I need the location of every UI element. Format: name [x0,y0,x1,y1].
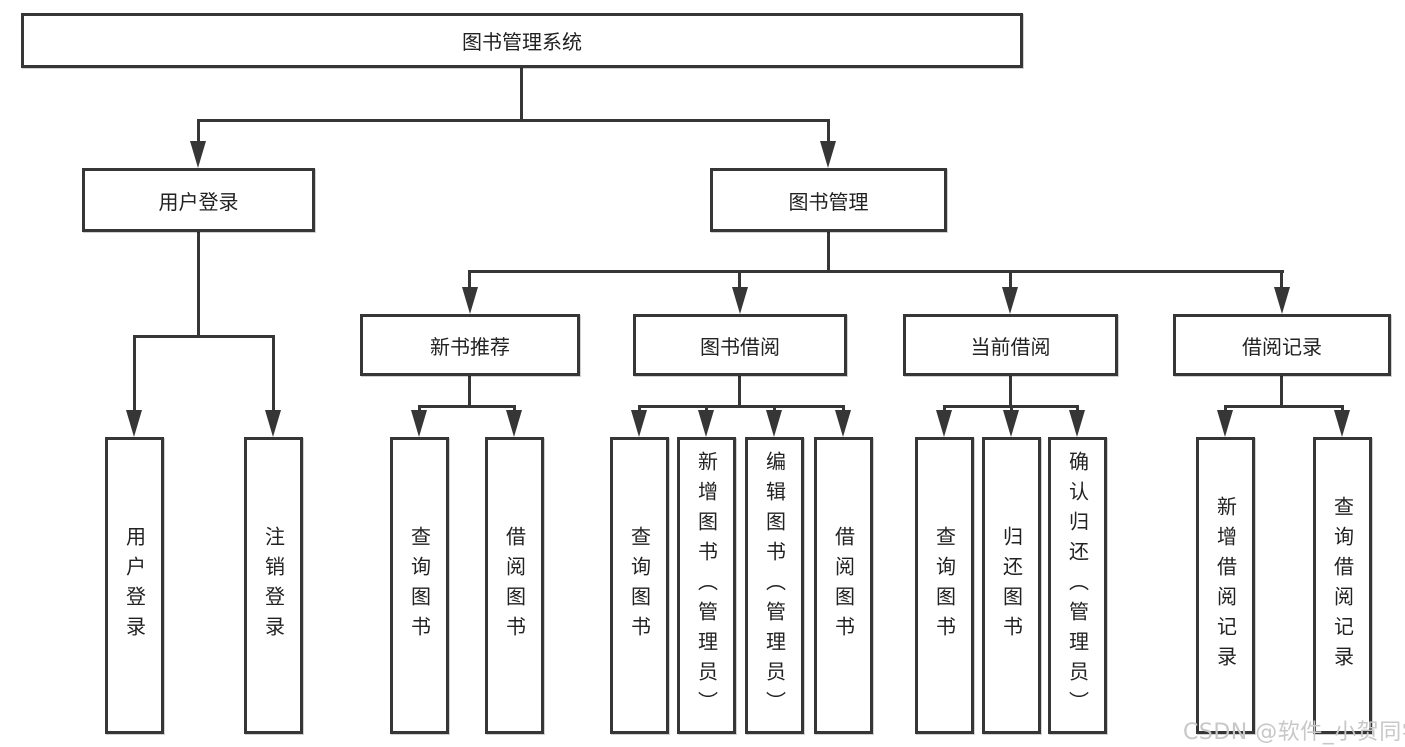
connector-line [638,405,845,408]
node-library-system-root: 图书管理系统 [21,13,1023,68]
arrow-down-icon [732,287,748,314]
leaf-borrow-books-recommend: 借阅图书 [485,437,544,734]
arrow-down-icon [506,410,522,437]
connector-line [197,232,200,338]
leaf-return-book: 归还图书 [982,437,1041,734]
leaf-query-books-current: 查询图书 [915,437,974,734]
leaf-add-borrow-record: 新增借阅记录 [1196,437,1255,734]
leaf-confirm-return-admin: 确认归还（管理员） [1048,437,1107,734]
leaf-logout-login: 注销登录 [244,437,303,734]
leaf-query-books-recommend: 查询图书 [390,437,449,734]
arrow-down-icon [820,141,836,168]
connector-line [468,270,471,290]
arrow-down-icon [936,410,952,437]
connector-line [1280,376,1283,408]
connector-line [738,376,741,408]
connector-line [827,232,830,273]
arrow-down-icon [1003,410,1019,437]
arrow-down-icon [1002,287,1018,314]
arrow-down-icon [265,410,281,437]
connector-line [1280,270,1283,290]
node-book-borrow: 图书借阅 [633,314,847,376]
arrow-down-icon [126,410,142,437]
node-borrow-records: 借阅记录 [1173,314,1391,376]
connector-line [1224,405,1344,408]
arrow-down-icon [190,141,206,168]
connector-line [1009,270,1012,290]
connector-line [520,68,523,122]
connector-line [827,119,830,146]
connector-line [197,119,830,122]
node-book-management: 图书管理 [710,168,947,232]
arrow-down-icon [1069,410,1085,437]
node-new-book-recommend: 新书推荐 [360,314,580,376]
leaf-edit-book-admin: 编辑图书（管理员） [745,437,804,734]
connector-line [468,270,1284,273]
leaf-borrow-books: 借阅图书 [814,437,873,734]
connector-line [418,405,516,408]
arrow-down-icon [1274,287,1290,314]
arrow-down-icon [698,410,714,437]
connector-line [133,335,275,338]
arrow-down-icon [766,410,782,437]
leaf-user-login: 用户登录 [105,437,164,734]
arrow-down-icon [835,410,851,437]
connector-line [468,376,471,408]
connector-line [272,335,275,413]
arrow-down-icon [1334,410,1350,437]
node-current-borrow: 当前借阅 [903,314,1118,376]
watermark: CSDN @软件_小贺同学 [1183,720,1405,745]
leaf-add-book-admin: 新增图书（管理员） [677,437,736,734]
arrow-down-icon [411,410,427,437]
node-user-login: 用户登录 [82,168,315,232]
arrow-down-icon [631,410,647,437]
connector-line [133,335,136,413]
leaf-query-borrow-record: 查询借阅记录 [1313,437,1372,734]
connector-line [738,270,741,290]
arrow-down-icon [462,287,478,314]
arrow-down-icon [1217,410,1233,437]
leaf-query-books-borrow: 查询图书 [610,437,669,734]
connector-line [1009,376,1012,408]
connector-line [197,119,200,146]
